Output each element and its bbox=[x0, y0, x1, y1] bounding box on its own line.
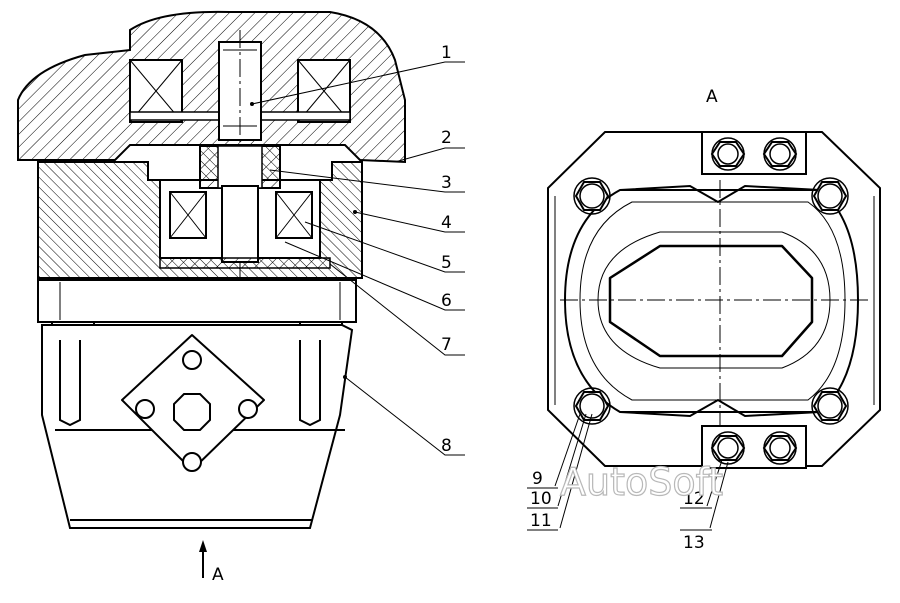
callouts-left: 1 2 3 4 5 6 7 8 bbox=[441, 43, 452, 456]
callout-12: 12 bbox=[683, 489, 705, 509]
callout-3: 3 bbox=[441, 173, 452, 193]
bolt-bottom-pair-right bbox=[762, 431, 798, 465]
central-opening bbox=[608, 244, 814, 358]
bolt-top-pair-left bbox=[710, 137, 746, 171]
section-view: A bbox=[17, 10, 406, 585]
view-arrow-label: A bbox=[212, 565, 224, 585]
callouts-right: 9 10 11 12 13 bbox=[530, 469, 705, 553]
callout-13: 13 bbox=[683, 533, 705, 553]
leaders-left bbox=[250, 61, 465, 456]
flange bbox=[37, 279, 357, 323]
bolt-bottom-right bbox=[811, 387, 849, 425]
callout-6: 6 bbox=[441, 291, 452, 311]
bolt-top-pair-right bbox=[762, 137, 798, 171]
callout-2: 2 bbox=[441, 128, 452, 148]
view-label: A bbox=[706, 87, 718, 107]
bolt-bottom-left bbox=[573, 387, 611, 425]
callout-10: 10 bbox=[530, 489, 552, 509]
upper-housing bbox=[17, 10, 406, 164]
callout-4: 4 bbox=[441, 213, 452, 233]
view-a: A bbox=[547, 87, 881, 469]
callout-7: 7 bbox=[441, 335, 452, 355]
callout-8: 8 bbox=[441, 436, 452, 456]
seal-plate bbox=[159, 257, 331, 269]
callout-5: 5 bbox=[441, 253, 452, 273]
leaders-right bbox=[527, 413, 729, 531]
watermark: AutoSoft bbox=[560, 460, 723, 504]
bolt-top-right bbox=[811, 177, 849, 215]
callout-11: 11 bbox=[530, 511, 552, 531]
callout-9: 9 bbox=[532, 469, 543, 489]
callout-1: 1 bbox=[441, 43, 452, 63]
port-hole bbox=[173, 393, 211, 431]
bolt-top-left bbox=[573, 177, 611, 215]
bolt-bottom-pair-left bbox=[710, 431, 746, 465]
